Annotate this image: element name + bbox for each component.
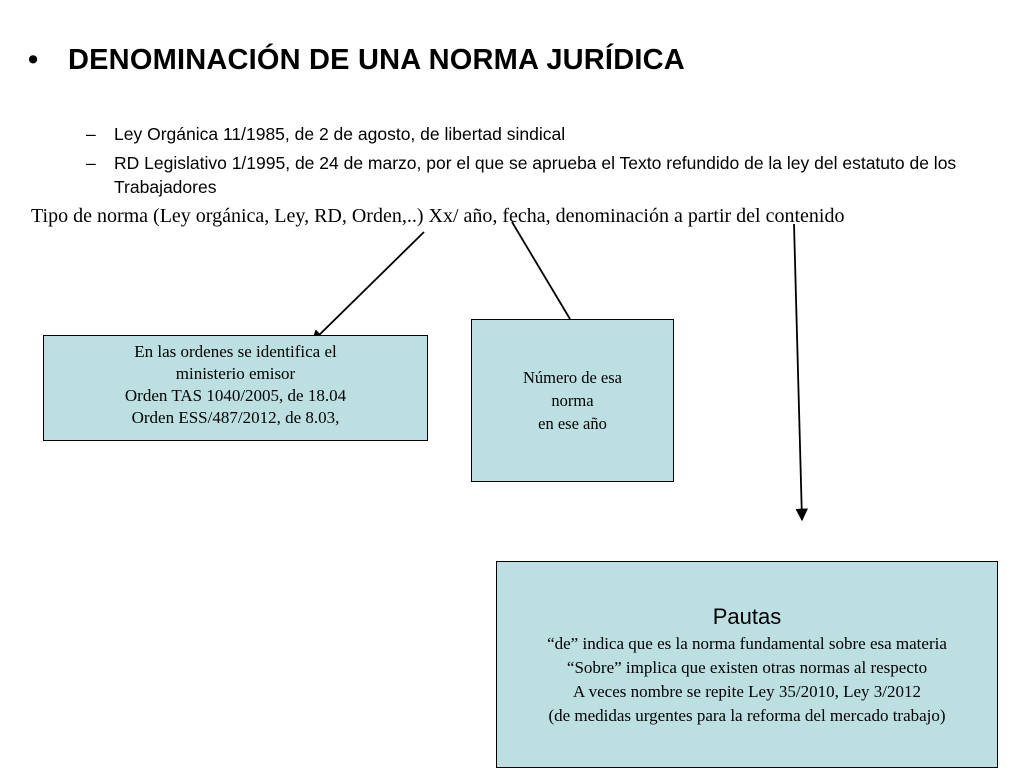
numero-line: norma xyxy=(551,391,594,410)
arrow-to-orden-box xyxy=(311,231,425,343)
orden-line: Orden ESS/487/2012, de 8.03, xyxy=(131,408,340,427)
example-text: RD Legislativo 1/1995, de 24 de marzo, p… xyxy=(114,153,957,197)
orden-box: En las ordenes se identifica el minister… xyxy=(43,335,428,441)
example-text: Ley Orgánica 11/1985, de 2 de agosto, de… xyxy=(114,124,566,144)
slide-title: • DENOMINACIÓN DE UNA NORMA JURÍDICA xyxy=(28,44,685,77)
pautas-line: “de” indica que es la norma fundamental … xyxy=(547,634,947,653)
pautas-title: Pautas xyxy=(712,604,782,629)
orden-line: En las ordenes se identifica el xyxy=(134,342,337,361)
pautas-line: “Sobre” implica que existen otras normas… xyxy=(566,658,928,677)
arrow-to-pautas xyxy=(793,223,808,522)
numero-line: en ese año xyxy=(538,414,607,433)
example-item: – RD Legislativo 1/1995, de 24 de marzo,… xyxy=(86,151,966,199)
example-item: – Ley Orgánica 11/1985, de 2 de agosto, … xyxy=(86,122,706,146)
naming-pattern: Tipo de norma (Ley orgánica, Ley, RD, Or… xyxy=(31,205,845,227)
orden-line: ministerio emisor xyxy=(175,364,296,383)
pautas-line: A veces nombre se repite Ley 35/2010, Le… xyxy=(573,682,921,701)
example-dash: – xyxy=(86,124,96,144)
orden-line: Orden TAS 1040/2005, de 18.04 xyxy=(124,386,347,405)
numero-box: Número de esa norma en ese año xyxy=(471,319,674,482)
connector-to-numero-box xyxy=(511,221,571,320)
example-dash: – xyxy=(86,153,96,173)
pautas-box: Pautas “de” indica que es la norma funda… xyxy=(496,561,998,768)
pautas-line: (de medidas urgentes para la reforma del… xyxy=(548,706,946,725)
title-text: DENOMINACIÓN DE UNA NORMA JURÍDICA xyxy=(68,44,685,76)
title-bullet: • xyxy=(28,44,39,76)
numero-line: Número de esa xyxy=(523,368,622,387)
